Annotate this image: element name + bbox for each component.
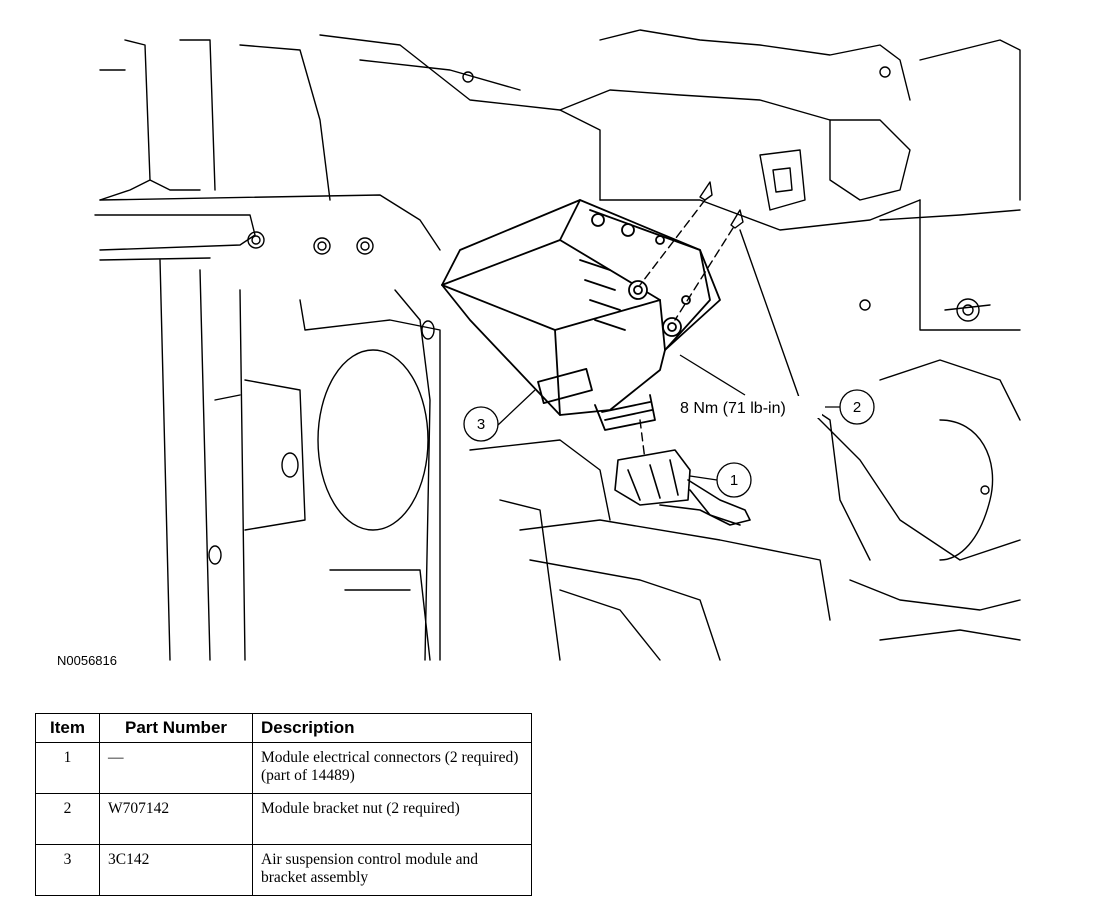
row-part-number: W707142: [99, 793, 253, 845]
row-description: Air suspension control module and bracke…: [252, 844, 532, 896]
electrical-connectors: [614, 449, 751, 526]
table-row: 1 — Module electrical connectors (2 requ…: [35, 742, 532, 794]
row-item: 3: [35, 844, 100, 896]
row-description: Module electrical connectors (2 required…: [252, 742, 532, 794]
table-row: 2 W707142 Module bracket nut (2 required…: [35, 793, 532, 845]
row-description: Module bracket nut (2 required): [252, 793, 532, 845]
leader-line-2-a: [679, 354, 746, 396]
row-part-number: 3C142: [99, 844, 253, 896]
exploded-view-illustration: 3 2 1 8 Nm (71 lb-in): [94, 29, 1021, 661]
callout-2: 2: [839, 389, 875, 425]
leader-line-3: [497, 389, 536, 426]
stud-alignment-lines: [639, 181, 744, 461]
header-part-number: Part Number: [99, 713, 253, 743]
figure-id: N0056816: [57, 653, 117, 668]
leader-line-1: [689, 475, 718, 481]
row-item: 2: [35, 793, 100, 845]
header-description: Description: [252, 713, 532, 743]
callout-3-number: 3: [477, 416, 485, 433]
torque-specification: 8 Nm (71 lb-in): [680, 400, 786, 417]
structure-bolts: [247, 66, 980, 322]
row-part-number: —: [99, 742, 253, 794]
parts-table: Item Part Number Description 1 — Module …: [35, 713, 532, 896]
callout-2-number: 2: [853, 399, 861, 416]
header-item: Item: [35, 713, 100, 743]
parts-table-header: Item Part Number Description: [35, 713, 532, 743]
instrument-panel-structure: [94, 29, 1021, 661]
table-row: 3 3C142 Air suspension control module an…: [35, 844, 532, 896]
row-item: 1: [35, 742, 100, 794]
module-bracket-assembly: [441, 199, 721, 431]
callout-1-number: 1: [730, 472, 738, 489]
callout-3: 3: [463, 406, 499, 442]
callout-1: 1: [716, 462, 752, 498]
